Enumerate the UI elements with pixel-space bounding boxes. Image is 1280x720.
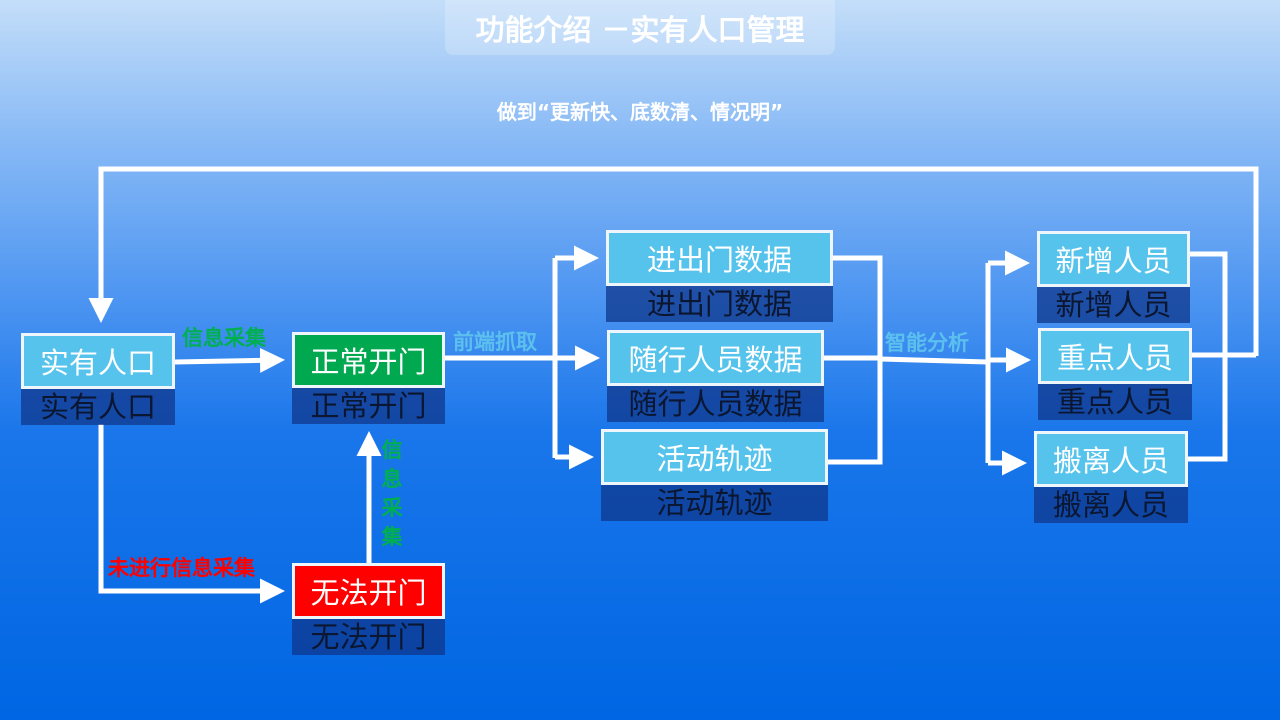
label-smart-analysis: 智能分析 — [885, 331, 969, 355]
slide-title: 功能介绍 －实有人口管理 — [445, 0, 835, 55]
slide-subtitle: 做到“更新快、底数清、情况明” — [496, 100, 784, 124]
node-new-people: 新增人员 — [1037, 231, 1190, 287]
node-reflection: 搬离人员 — [1034, 487, 1188, 523]
arrow-population-to-normal — [174, 347, 285, 373]
node-reflection: 重点人员 — [1038, 384, 1192, 420]
label-info-collect: 信息采集 — [182, 326, 266, 350]
node-reflection: 实有人口 — [21, 389, 175, 425]
node-reflection: 活动轨迹 — [601, 485, 828, 521]
node-key-people: 重点人员 — [1038, 328, 1192, 384]
node-reflection: 新增人员 — [1037, 287, 1190, 323]
node-activity-track: 活动轨迹 — [601, 429, 828, 485]
label-not-collected: 未进行信息采集 — [108, 556, 255, 580]
node-reflection: 进出门数据 — [606, 286, 833, 322]
node-population: 实有人口 — [21, 333, 175, 389]
node-moved-out: 搬离人员 — [1034, 431, 1188, 487]
node-door-data: 进出门数据 — [606, 230, 833, 286]
node-companion-data: 随行人员数据 — [607, 330, 824, 386]
label-info-collect-vertical: 信 息 采 集 — [381, 438, 403, 549]
label-front-capture: 前端抓取 — [453, 330, 537, 354]
feedback-loop-arrow — [88, 166, 1259, 356]
arrow-population-to-cannot — [98, 424, 285, 604]
node-reflection: 随行人员数据 — [607, 386, 824, 422]
node-reflection: 正常开门 — [292, 388, 445, 424]
node-cannot-open: 无法开门 — [292, 563, 445, 619]
node-normal-open: 正常开门 — [292, 332, 445, 388]
node-reflection: 无法开门 — [292, 619, 445, 655]
